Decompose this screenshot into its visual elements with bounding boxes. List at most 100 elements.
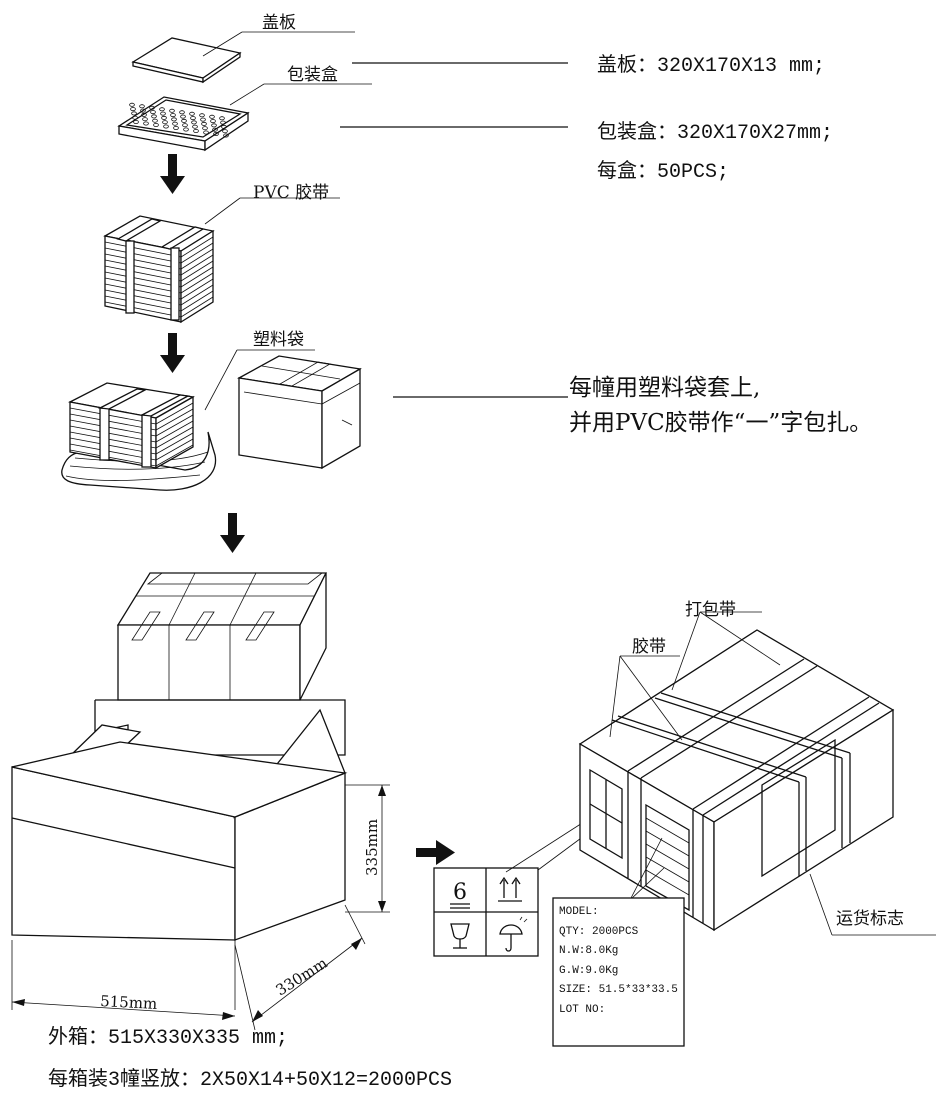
open-carton-drawing (11, 699, 390, 1031)
layer-line (155, 408, 194, 431)
tray-hole (142, 117, 148, 122)
layer-line (104, 289, 182, 306)
tray-hole (149, 105, 155, 110)
label-lot-no: LOT NO: (559, 1003, 606, 1016)
stack-limit-mark: 6 (453, 880, 467, 905)
cover-board-spec: 盖板：320X170X13 mm; (597, 55, 826, 78)
tray-hole (141, 112, 147, 117)
layer-line (104, 265, 182, 282)
tray-hole (161, 115, 167, 120)
tray-hole (143, 121, 149, 126)
tray-hole (220, 120, 226, 125)
tray-hole (129, 102, 135, 107)
tray-hole (140, 108, 146, 113)
packing-box-spec: 包装盒：320X170X27mm; (597, 122, 834, 145)
tray-hole (183, 127, 189, 132)
sealed-carton-drawing (578, 611, 936, 936)
tray-hole (199, 113, 205, 118)
tape-label: 胶带 (632, 637, 666, 657)
layer-line (104, 277, 182, 294)
tray-hole (209, 114, 215, 119)
tray-hole (150, 110, 156, 115)
tray-hole (173, 126, 179, 131)
handling-marks (433, 817, 593, 957)
label-line (645, 869, 690, 896)
label-line (645, 817, 690, 844)
tray-hole (171, 117, 177, 122)
layer-line (155, 402, 194, 425)
tray-hole (131, 111, 137, 116)
layer-line (180, 284, 214, 306)
outer-box-spec: 外箱：515X330X335 mm; (48, 1027, 289, 1050)
plastic-bag-label: 塑料袋 (253, 330, 304, 350)
tray-hole (152, 118, 158, 123)
keep-dry-umbrella-icon (499, 916, 528, 952)
layer-line (180, 290, 214, 312)
tray-hole (159, 107, 165, 112)
tray-hole (169, 108, 175, 113)
tray-hole (210, 119, 216, 124)
layer-line (155, 426, 194, 449)
label-qty: QTY: 2000PCS (559, 925, 639, 938)
label-gross-weight: G.W:9.0Kg (559, 964, 619, 977)
carton-label-text: MODEL: QTY: 2000PCS N.W:8.0Kg G.W:9.0Kg … (559, 903, 678, 1020)
layer-line (180, 242, 214, 264)
height-dimension-label: 335mm (363, 819, 381, 876)
label-line (645, 843, 690, 870)
layer-line (180, 272, 214, 294)
taped-stack-drawing (103, 197, 340, 324)
packing-box-label: 包装盒 (287, 65, 338, 85)
layer-line (155, 438, 194, 461)
label-size: SIZE: 51.5*33*33.5 (559, 984, 678, 996)
layer-line (104, 247, 182, 264)
arrow-right-icon (416, 840, 455, 865)
length-dimension-label: 515mm (100, 992, 158, 1013)
layer-line (104, 283, 182, 300)
layer-line (104, 241, 182, 258)
tray-hole (200, 117, 206, 122)
tray-hole (151, 114, 157, 119)
layer-line (180, 236, 214, 258)
tray-hole (133, 120, 139, 125)
tray-hole (222, 129, 228, 134)
tray-hole (170, 113, 176, 118)
label-line (645, 830, 690, 857)
tray-hole (189, 111, 195, 116)
layer-line (180, 296, 214, 318)
shipping-mark-label: 运货标志 (836, 909, 904, 929)
width-dimension-label: 330mm (273, 954, 331, 1000)
tray-hole (213, 131, 219, 136)
tray-hole (181, 118, 187, 123)
tray-hole (219, 116, 225, 121)
strapping-band-label: 打包带 (685, 600, 736, 620)
tray-hole (203, 130, 209, 135)
tray-hole (162, 120, 168, 125)
cover-board-drawing (131, 31, 355, 84)
layer-line (155, 432, 194, 455)
pvc-tape-label: PVC 胶带 (253, 183, 330, 203)
arrow-down-icon (160, 154, 185, 194)
tray-hole (130, 107, 136, 112)
label-line (645, 856, 690, 883)
tray-hole (160, 111, 166, 116)
layer-line (180, 260, 214, 282)
tray-hole (182, 123, 188, 128)
bagged-stack-drawing (61, 349, 315, 491)
label-model: MODEL: (559, 906, 599, 918)
tray-hole (193, 128, 199, 133)
layer-line (104, 253, 182, 270)
bag-instruction-line2: 并用PVC胶带作“一”字包扎。 (569, 410, 873, 436)
arrow-down-icon (220, 513, 245, 553)
tray-hole (163, 124, 169, 129)
tray-hole (201, 121, 207, 126)
tray-hole (191, 120, 197, 125)
per-carton-spec: 每箱装3幢竖放：2X50X14+50X12=2000PCS (48, 1069, 453, 1092)
tray-hole (211, 123, 217, 128)
tray-hole (221, 124, 227, 129)
tray-hole (223, 133, 229, 138)
layer-line (155, 444, 194, 467)
tray-hole (212, 127, 218, 132)
tray-hole (172, 121, 178, 126)
